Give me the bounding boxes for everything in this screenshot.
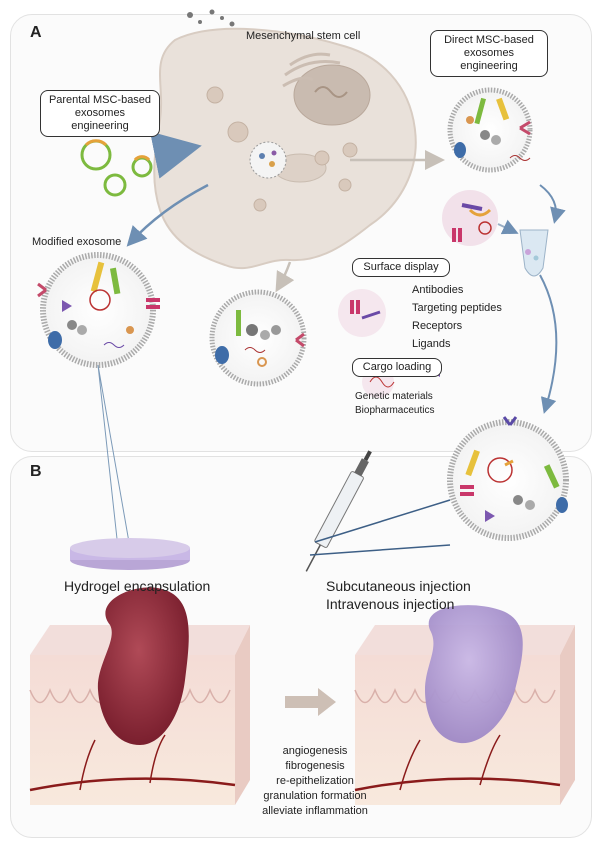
effect-item: angiogenesis: [282, 745, 348, 757]
modified-exosome-label: Modified exosome: [32, 236, 122, 248]
hydrogel-label: Hydrogel encapsulation: [64, 578, 211, 594]
multivesicular-body: [249, 141, 287, 179]
surface-display-title: Surface display: [352, 258, 450, 277]
hydrogel-disc: [70, 364, 190, 570]
parental-box-line-1: Parental MSC-based: [48, 94, 152, 106]
tube-icon: [519, 229, 549, 277]
exosome-parental: [209, 289, 307, 387]
skin-wound-after: [354, 605, 575, 805]
effect-item: re-epithelization: [276, 775, 354, 787]
panel-b-letter: B: [30, 463, 42, 480]
syringe-icon: [305, 450, 451, 572]
parental-box-line-2: exosomes engineering: [71, 107, 129, 132]
injection-label-2: Intravenous injection: [326, 596, 455, 612]
skin-wound-before: [29, 587, 250, 805]
legend-targeting-peptides: Targeting peptides: [412, 302, 502, 314]
effect-item: alleviate inflammation: [262, 805, 368, 817]
effect-item: fibrogenesis: [285, 760, 345, 772]
legend-biopharmaceutics: Biopharmaceutics: [355, 405, 435, 416]
plasmid-icons: [80, 139, 153, 197]
legend-genetic-materials: Genetic materials: [355, 391, 433, 402]
healing-arrow: [285, 688, 336, 716]
engineering-molecules: [442, 190, 498, 246]
healing-effects-list: angiogenesis fibrogenesis re-epithelizat…: [250, 744, 380, 819]
parental-engineering-box: Parental MSC-based exosomes engineering: [40, 90, 160, 137]
effect-item: granulation formation: [263, 790, 367, 802]
legend-antibodies: Antibodies: [412, 284, 464, 296]
direct-box-line-2: exosomes engineering: [460, 47, 518, 72]
exosome-direct: [447, 87, 533, 173]
legend-ligands: Ligands: [412, 338, 451, 350]
msc-label: Mesenchymal stem cell: [246, 30, 361, 42]
msc-cell: [153, 9, 417, 270]
direct-box-line-1: Direct MSC-based: [444, 34, 534, 46]
direct-engineering-box: Direct MSC-based exosomes engineering: [430, 30, 548, 77]
exosome-final: [447, 416, 569, 541]
cargo-loading-title: Cargo loading: [352, 358, 442, 377]
legend-receptors: Receptors: [412, 320, 463, 332]
injection-label-1: Subcutaneous injection: [326, 578, 471, 594]
panel-a-letter: A: [30, 24, 42, 41]
nucleus: [293, 64, 371, 126]
exosome-modified: [37, 252, 160, 368]
